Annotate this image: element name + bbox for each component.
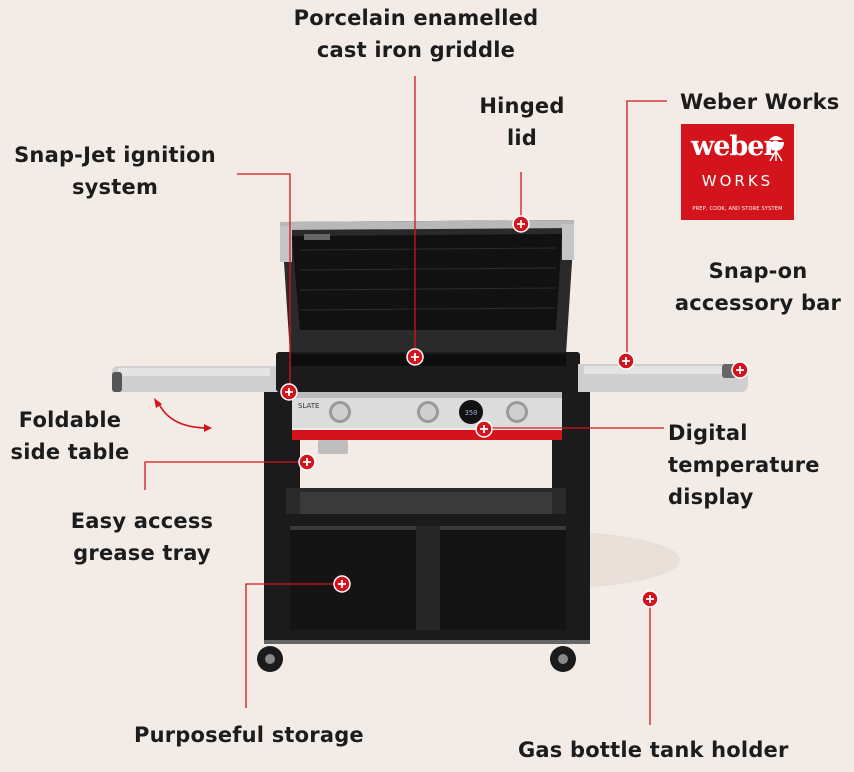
logo-tagline: PREP, COOK, AND STORE SYSTEM [692,206,783,212]
control-knob [329,401,351,423]
label-tank-holder: Gas bottle tank holder [518,738,789,762]
label-storage: Purposeful storage [134,723,364,747]
label-weber-works: Weber Works [680,90,840,114]
plus-icons [285,220,744,603]
temperature-display: 350 [459,400,483,424]
temperature-readout: 350 [465,409,478,417]
control-knob [417,401,439,423]
kettle-grill-icon [768,136,784,162]
logo-brand: weber [691,131,778,162]
control-knob [506,401,528,423]
weber-works-logo: weber WORKS PREP, COOK, AND STORE SYSTEM [681,124,794,220]
grill-badge: SLATE [298,402,319,410]
logo-sub: WORKS [701,172,774,190]
